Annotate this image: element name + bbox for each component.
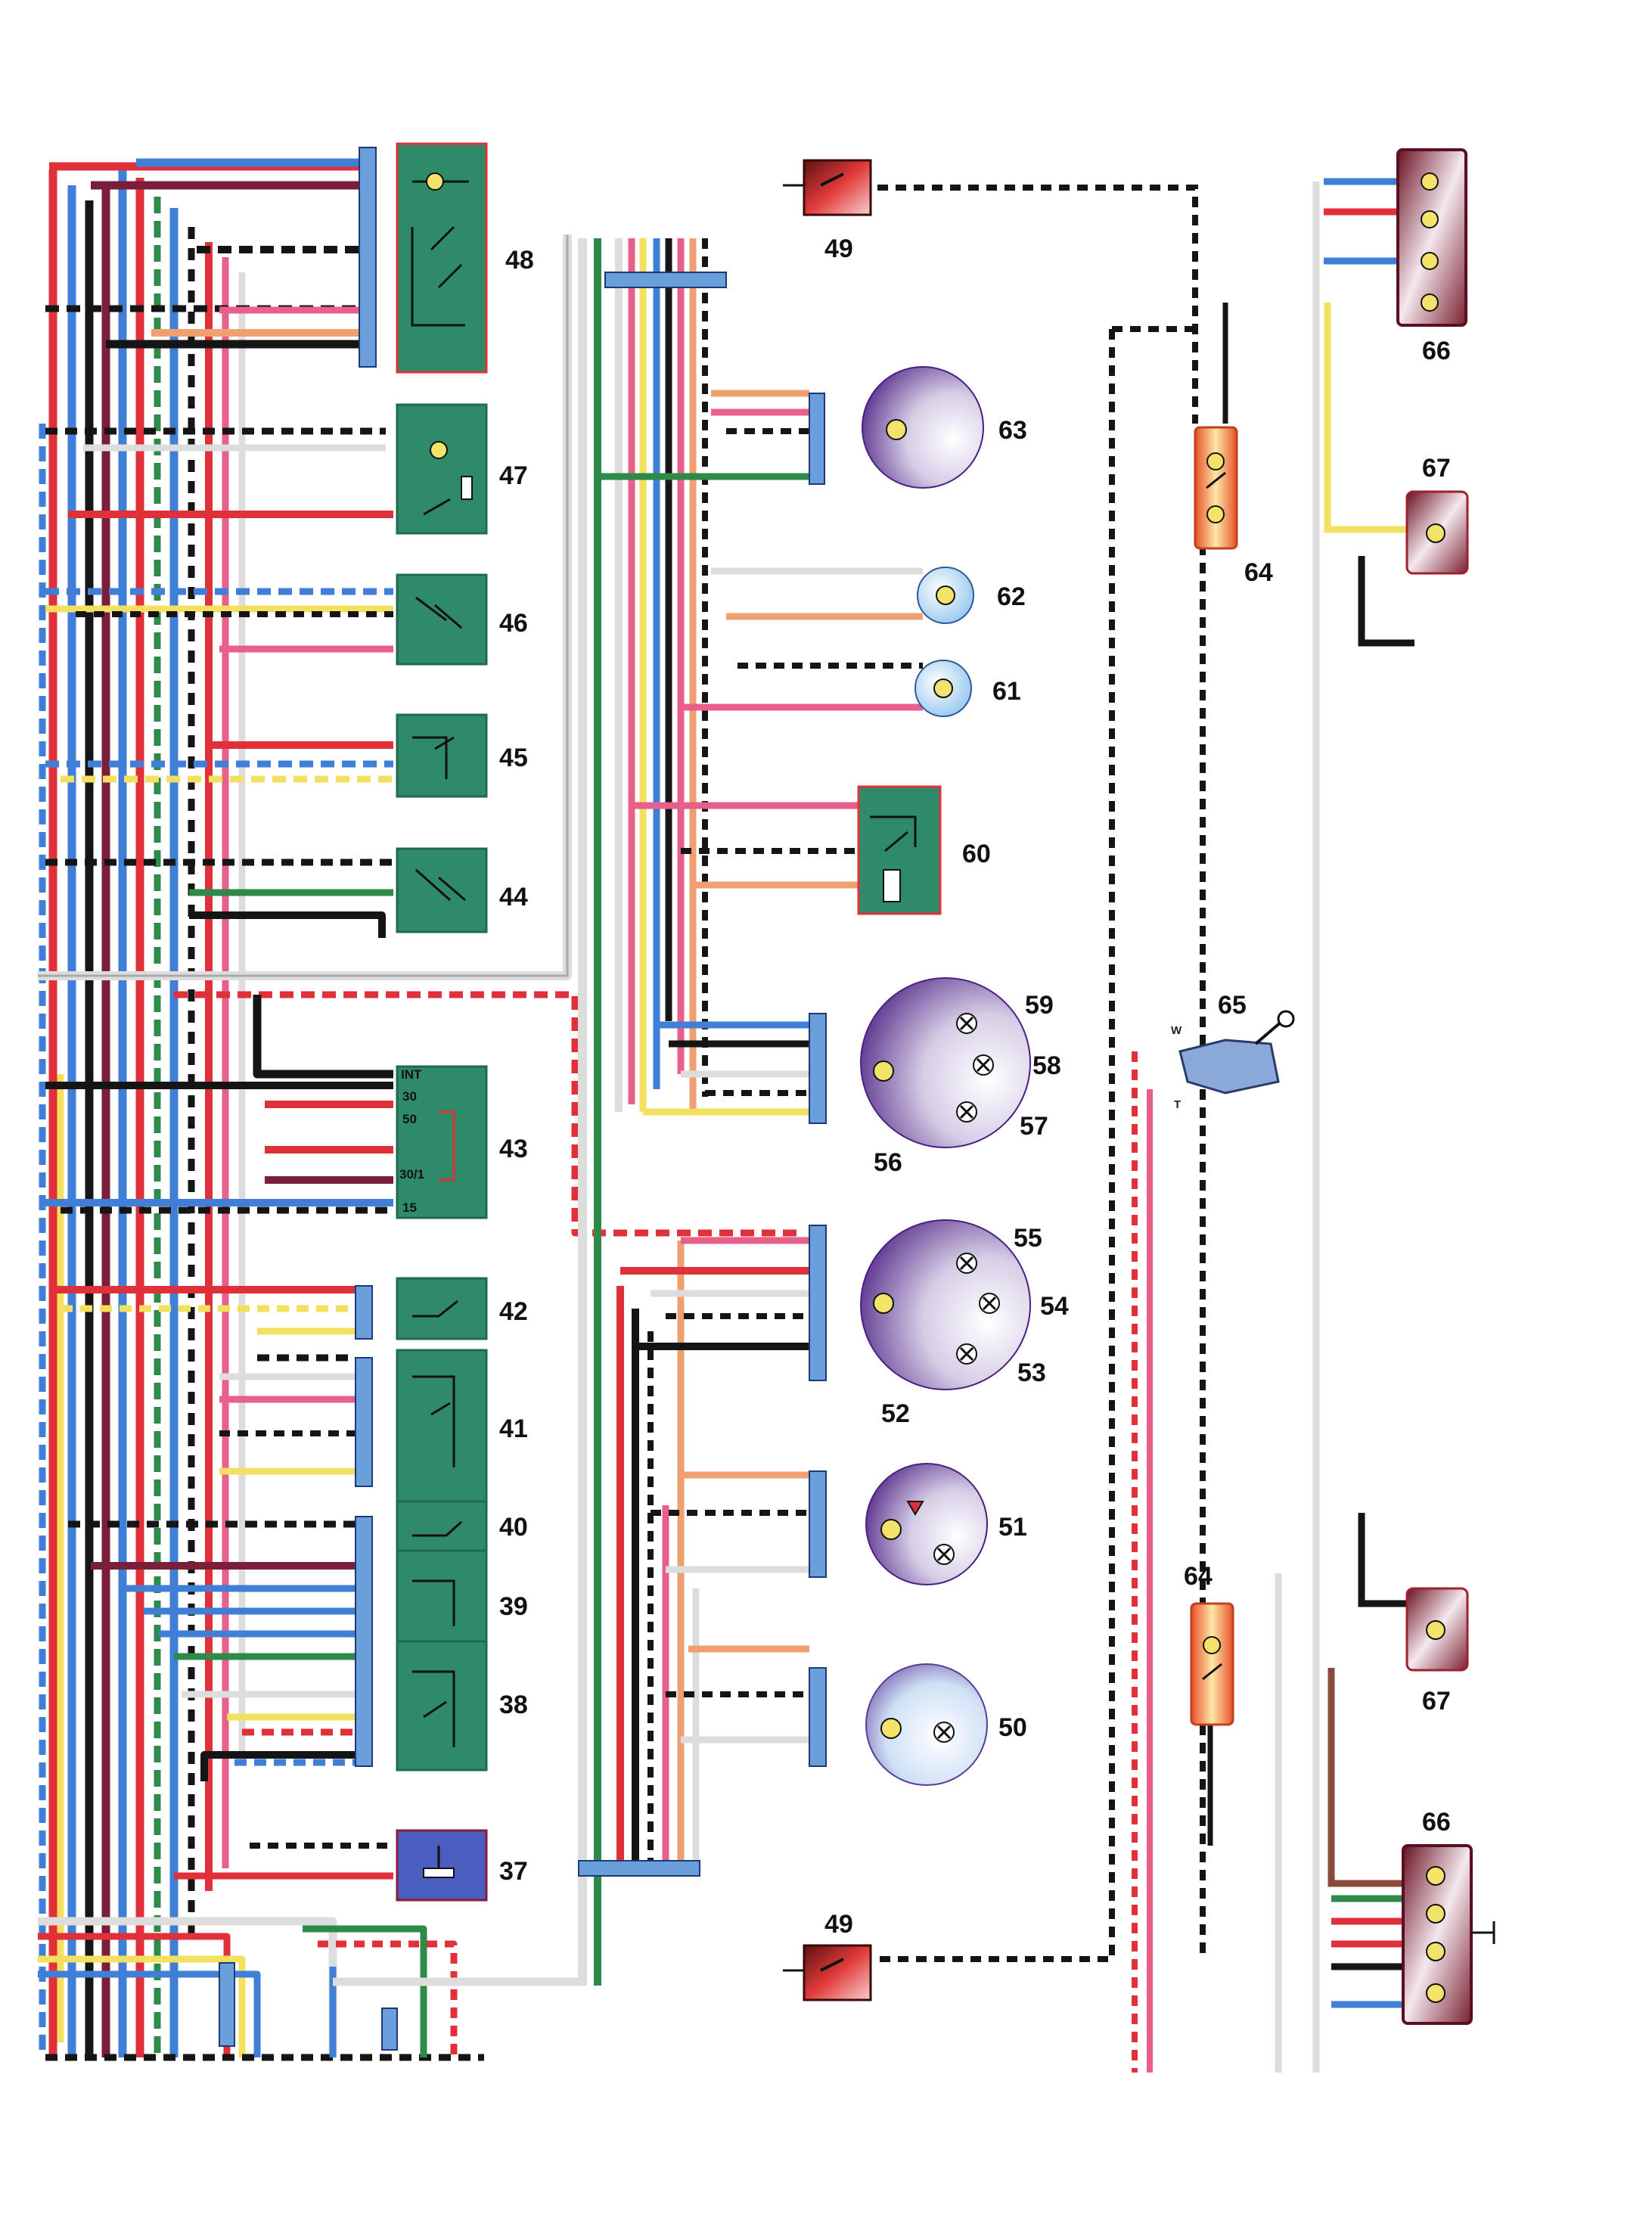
wire-harness-middle	[333, 238, 923, 1986]
lamp-67-bottom: 67	[1405, 1587, 1469, 1716]
label-44: 44	[499, 883, 528, 911]
gauge-50: 50	[865, 1663, 1027, 1786]
connector-bottom-left	[219, 1962, 235, 2047]
label-65: 65	[1218, 991, 1247, 1020]
label-54: 54	[1040, 1292, 1069, 1321]
door-lamp-64-top: 64	[1194, 426, 1273, 587]
ignition-switch-43: INT 30 50 30/1 15 43	[396, 1065, 528, 1219]
connector-63	[809, 393, 825, 485]
cluster-52: 55 54 53 52	[860, 1219, 1069, 1428]
terminal-int: INT	[401, 1067, 422, 1082]
label-50: 50	[998, 1713, 1027, 1742]
module-39: 39	[396, 1549, 528, 1643]
label-67-top: 67	[1422, 454, 1451, 483]
connector-strips	[219, 147, 827, 2051]
wire-harness-right	[877, 178, 1414, 2073]
module-46: 46	[396, 573, 528, 666]
connector-50	[809, 1667, 827, 1767]
door-lamp-64-bottom: 64	[1184, 1562, 1234, 1726]
label-52: 52	[881, 1399, 910, 1428]
label-53: 53	[1017, 1359, 1046, 1387]
lamp-62: 62	[917, 567, 1026, 624]
label-51: 51	[998, 1513, 1027, 1542]
label-43: 43	[499, 1135, 528, 1163]
module-48: 48	[396, 142, 534, 374]
sensor-terminal-w: W	[1171, 1024, 1182, 1037]
gauge-51: 51	[865, 1463, 1027, 1585]
label-49-bottom: 49	[824, 1910, 853, 1939]
connector-bottom-small	[381, 2008, 398, 2051]
lamp-assembly-66-bottom: 66	[1402, 1808, 1495, 2025]
label-62: 62	[997, 582, 1026, 611]
connector-42	[355, 1285, 373, 1340]
label-60: 60	[962, 840, 991, 868]
label-56: 56	[874, 1148, 902, 1177]
module-40: 40	[396, 1500, 528, 1552]
label-48: 48	[505, 246, 534, 275]
terminal-50: 50	[402, 1112, 417, 1126]
label-59: 59	[1025, 991, 1054, 1020]
temp-sensor-65: W T 65	[1171, 991, 1295, 1111]
module-37: 37	[396, 1829, 528, 1902]
connector-bottom-middle	[578, 1860, 700, 1877]
module-41: 41	[396, 1349, 528, 1503]
label-57: 57	[1020, 1112, 1048, 1141]
label-66-bottom: 66	[1422, 1808, 1451, 1837]
connector-51	[809, 1470, 827, 1578]
label-46: 46	[499, 609, 528, 638]
sensor-terminal-t: T	[1174, 1098, 1181, 1111]
label-66-top: 66	[1422, 337, 1451, 365]
connector-56	[809, 1013, 827, 1124]
lamp-assembly-66-top: 66	[1396, 148, 1467, 365]
module-47: 47	[396, 403, 528, 535]
connector-48	[359, 147, 377, 368]
label-37: 37	[499, 1857, 528, 1886]
door-switch-49-top: 49	[783, 159, 872, 263]
module-38: 38	[396, 1640, 528, 1772]
door-switch-49-bottom: 49	[783, 1910, 872, 2001]
connector-38-40	[355, 1516, 373, 1767]
label-58: 58	[1032, 1051, 1061, 1080]
connector-41	[355, 1357, 373, 1487]
label-61: 61	[992, 677, 1021, 706]
label-45: 45	[499, 744, 528, 772]
label-39: 39	[499, 1592, 528, 1621]
label-55: 55	[1014, 1224, 1042, 1253]
label-41: 41	[499, 1414, 528, 1443]
label-64-top: 64	[1244, 558, 1273, 587]
module-42: 42	[396, 1277, 528, 1340]
label-64-bottom: 64	[1184, 1562, 1213, 1591]
label-40: 40	[499, 1513, 528, 1542]
label-49-top: 49	[824, 234, 853, 263]
label-63: 63	[998, 416, 1027, 445]
gauge-63: 63	[862, 366, 1027, 489]
label-38: 38	[499, 1691, 528, 1719]
module-44: 44	[396, 847, 528, 933]
cluster-56: 59 58 57 56	[860, 977, 1061, 1177]
label-47: 47	[499, 461, 528, 490]
terminal-30-1: 30/1	[399, 1167, 424, 1182]
module-45: 45	[396, 713, 528, 798]
label-42: 42	[499, 1297, 528, 1326]
terminal-15: 15	[402, 1200, 417, 1215]
connector-52	[809, 1225, 827, 1381]
wire-harness-left	[38, 158, 802, 2061]
label-67-bottom: 67	[1422, 1687, 1451, 1716]
terminal-30: 30	[402, 1089, 417, 1104]
connector-top-middle	[604, 272, 727, 288]
lamp-61: 61	[914, 660, 1021, 717]
relay-60: 60	[857, 785, 991, 915]
lamp-67-top: 67	[1405, 454, 1469, 575]
